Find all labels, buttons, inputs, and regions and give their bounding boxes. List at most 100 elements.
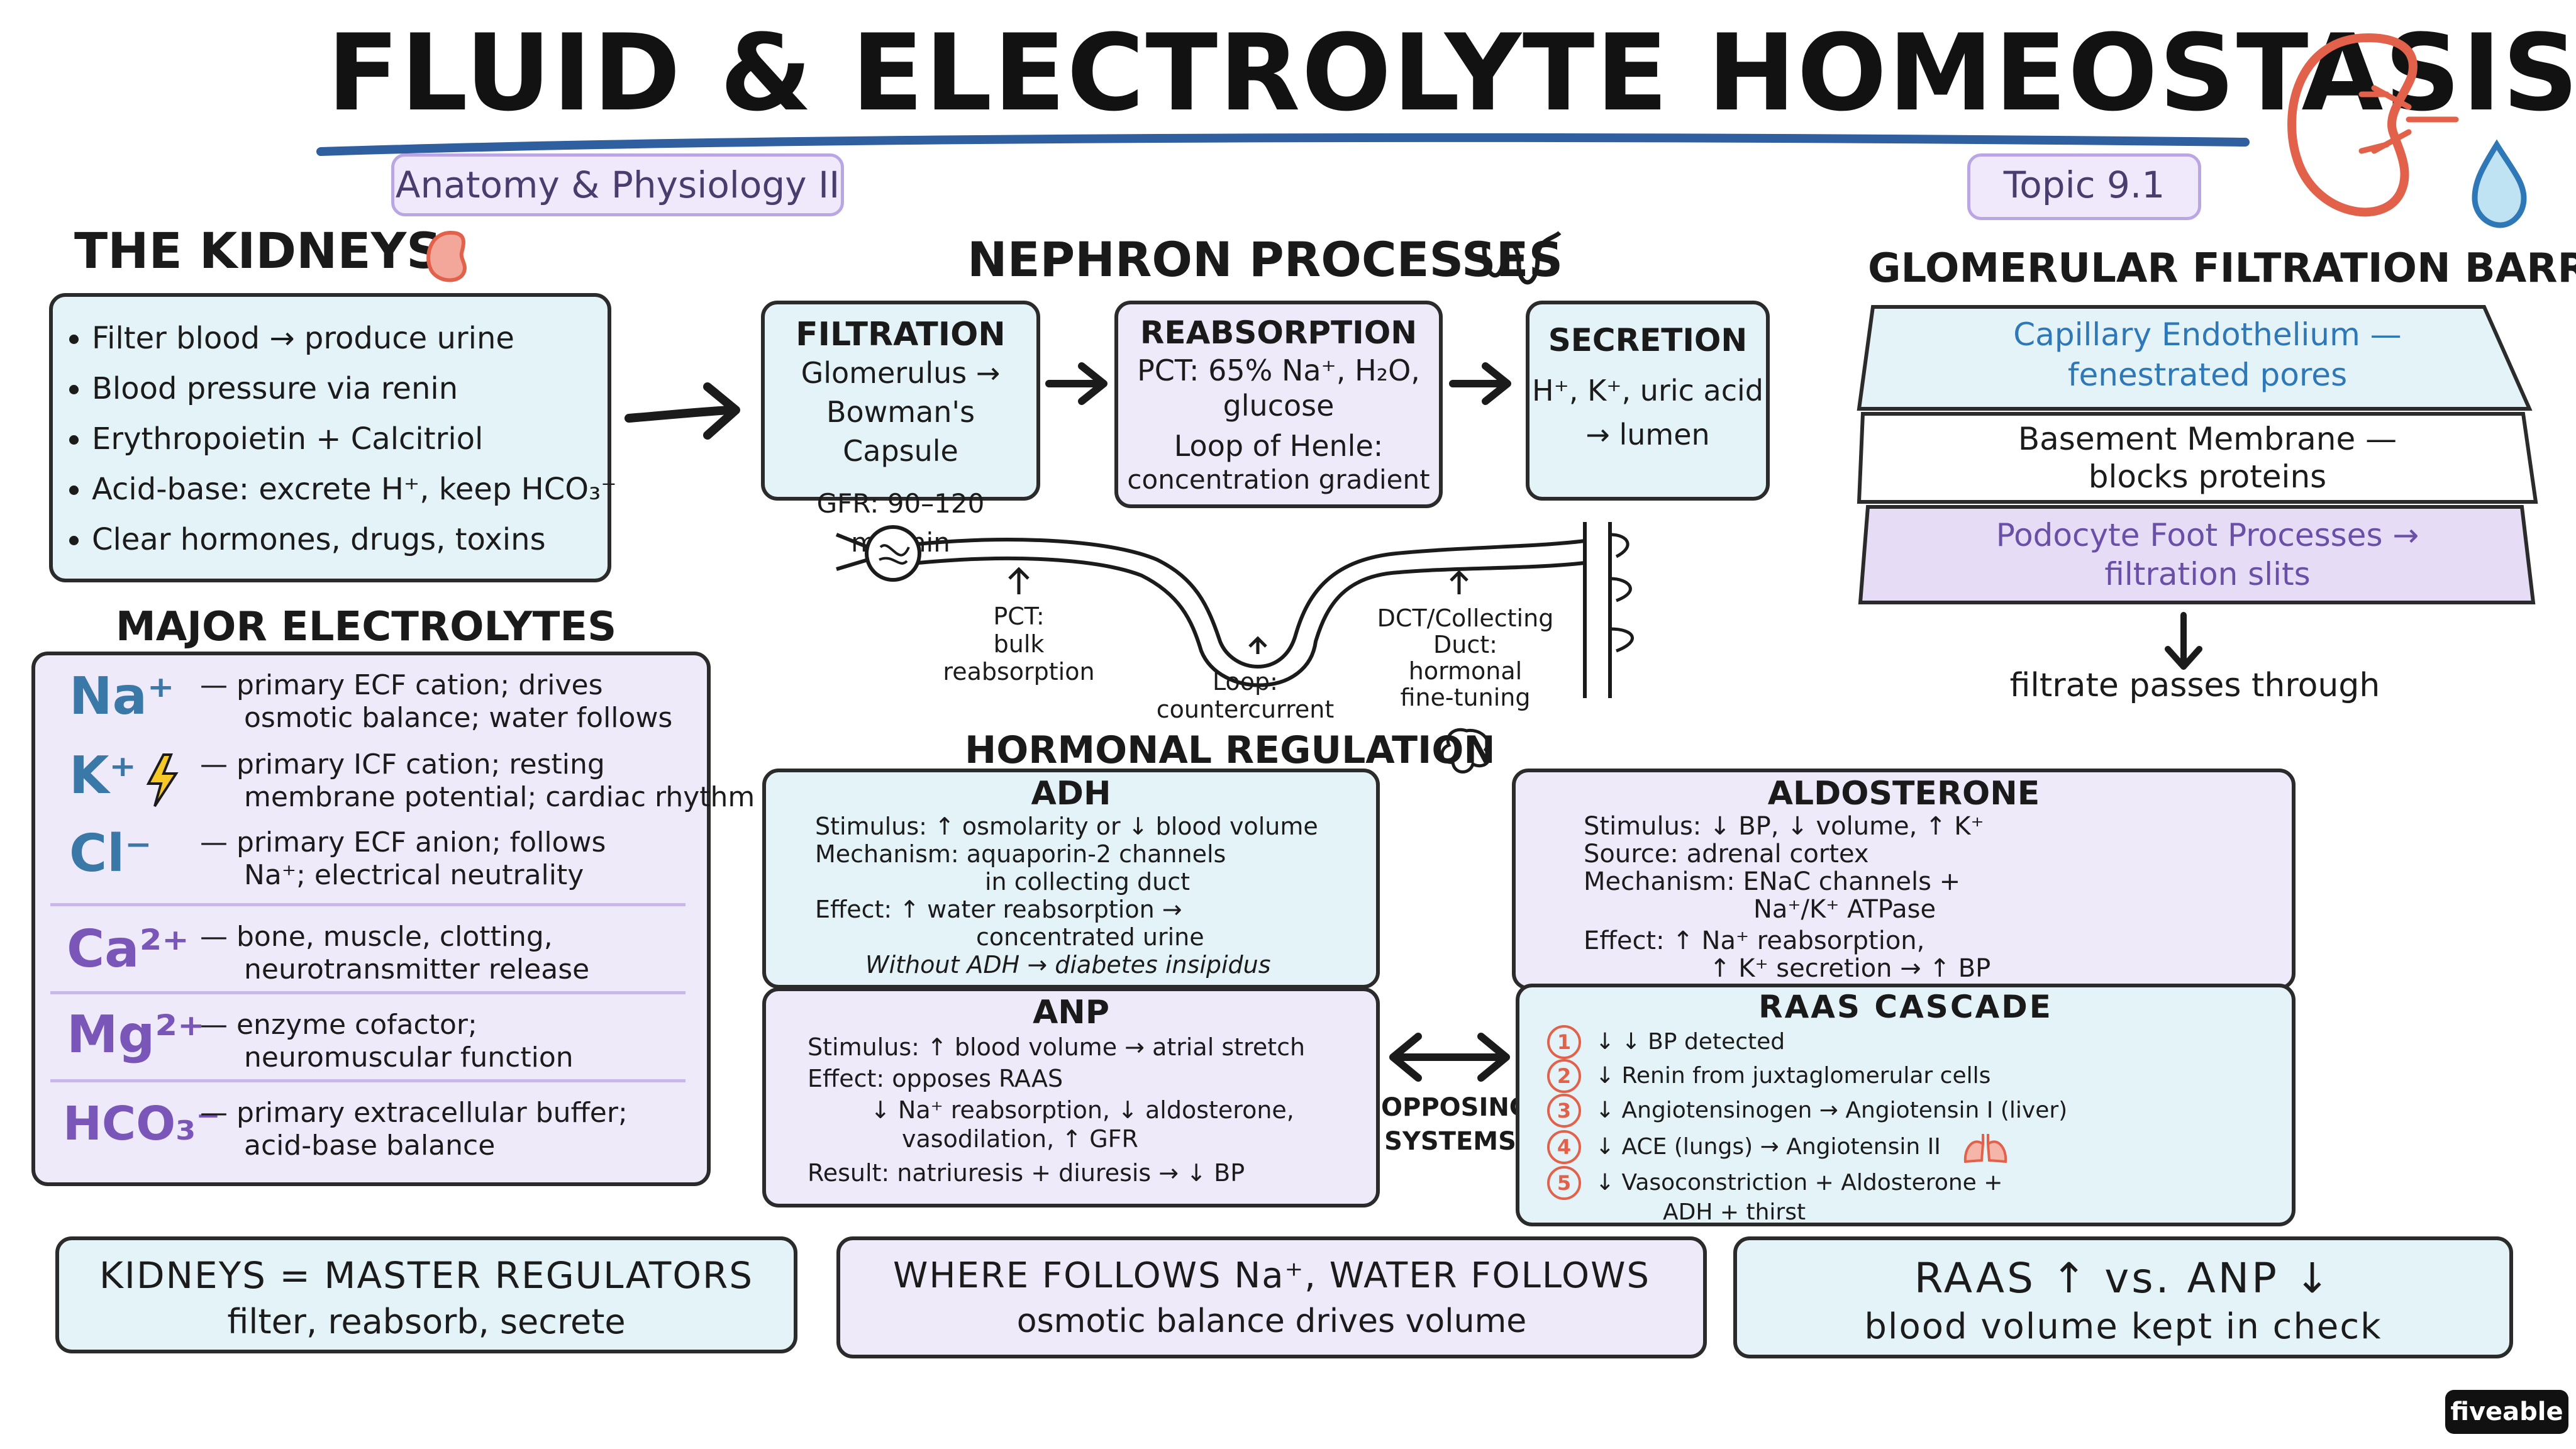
aldosterone-line: Stimulus: ↓ BP, ↓ volume, ↑ K⁺ bbox=[1584, 812, 1984, 841]
kidneys-box: Filter blood → produce urine Blood press… bbox=[49, 293, 617, 582]
aldosterone-line: Mechanism: ENaC channels + bbox=[1584, 867, 1961, 896]
label-line: Loop: bbox=[1213, 668, 1278, 696]
step-number: 3 bbox=[1547, 1094, 1581, 1128]
label-line: bulk bbox=[993, 630, 1045, 658]
label-line: Duct: bbox=[1433, 631, 1497, 658]
ion-desc: — primary ECF cation; drives osmotic bal… bbox=[200, 669, 672, 735]
label-line: OPPOSING bbox=[1381, 1093, 1530, 1122]
desc-line: — primary extracellular buffer; bbox=[200, 1097, 628, 1129]
desc-line: membrane potential; cardiac rhythm bbox=[244, 781, 755, 813]
raas-steps: 1 ↓ ↓ BP detected 2 ↓ Renin from juxtagl… bbox=[1519, 1025, 2292, 1225]
list-item: Filter blood → produce urine bbox=[92, 313, 608, 364]
anp-line: Stimulus: ↑ blood volume → atrial stretc… bbox=[808, 1033, 1306, 1061]
adh-box: ADH Stimulus: ↑ osmolarity or ↓ blood vo… bbox=[762, 769, 1380, 989]
gland-icon bbox=[1440, 728, 1491, 774]
dct-label: DCT/Collecting Duct: hormonal fine-tunin… bbox=[1371, 605, 1560, 711]
barrier-heading: GLOMERULAR FILTRATION BARRIER bbox=[1868, 245, 2576, 292]
list-item: Clear hormones, drugs, toxins bbox=[92, 514, 608, 565]
hormonal-heading: HORMONAL REGULATION bbox=[965, 728, 1496, 772]
arrow-right-icon bbox=[1449, 362, 1511, 405]
aldosterone-line: Effect: ↑ Na⁺ reabsorption, bbox=[1584, 926, 1925, 955]
list-item: Blood pressure via renin bbox=[92, 364, 608, 414]
step-text: ↓ ACE (lungs) → Angiotensin II bbox=[1595, 1134, 1941, 1160]
desc-line: — primary ECF anion; follows bbox=[200, 826, 606, 858]
barrier-layer-podocyte: Podocyte Foot Processes → filtration sli… bbox=[1893, 516, 2522, 594]
topic-badge: Topic 9.1 bbox=[1967, 153, 2201, 220]
anp-line: ↓ Na⁺ reabsorption, ↓ aldosterone, bbox=[870, 1096, 1294, 1124]
aldosterone-title: ALDOSTERONE bbox=[1767, 775, 2040, 813]
desc-line: — primary ICF cation; resting bbox=[200, 748, 605, 780]
desc-line: acid-base balance bbox=[244, 1130, 496, 1162]
page-title: FLUID & ELECTROLYTE HOMEOSTASIS bbox=[327, 11, 2576, 135]
loop-label: Loop: countercurrent bbox=[1138, 668, 1352, 723]
reabsorption-box: REABSORPTION PCT: 65% Na⁺, H₂O, glucose … bbox=[1114, 301, 1443, 508]
kidney-icon bbox=[2287, 33, 2527, 228]
anp-line: vasodilation, ↑ GFR bbox=[902, 1125, 1138, 1153]
adh-body: Stimulus: ↑ osmolarity or ↓ blood volume… bbox=[766, 813, 1376, 979]
course-badge: Anatomy & Physiology II bbox=[391, 153, 844, 216]
raas-box: RAAS CASCADE 1 ↓ ↓ BP detected 2 ↓ Renin… bbox=[1516, 984, 2296, 1226]
adh-line: in collecting duct bbox=[985, 868, 1190, 896]
barrier-layer-endothelium: Capillary Endothelium — fenestrated pore… bbox=[1893, 314, 2522, 395]
step-text: ↓ Renin from juxtaglomerular cells bbox=[1595, 1063, 1991, 1089]
step-text: ↓ Vasoconstriction + Aldosterone + bbox=[1595, 1170, 2003, 1196]
adh-line: concentrated urine bbox=[976, 923, 1204, 951]
list-item: Acid-base: excrete H⁺, keep HCO₃⁻ bbox=[92, 464, 617, 514]
step-text: ADH + thirst bbox=[1663, 1199, 1806, 1225]
pct-label: PCT: bulk reabsorption bbox=[937, 602, 1101, 686]
desc-line: — bone, muscle, clotting, bbox=[200, 921, 553, 953]
label-line: hormonal bbox=[1408, 657, 1523, 685]
ion-bicarbonate: HCO₃⁻ bbox=[63, 1097, 221, 1151]
ion-desc: — primary ECF anion; follows Na⁺; electr… bbox=[200, 826, 606, 892]
double-arrow-icon bbox=[1389, 1033, 1510, 1082]
nephron-heading: NEPHRON PROCESSES bbox=[967, 231, 1563, 287]
ion-calcium: Ca²⁺ bbox=[67, 919, 189, 979]
desc-line: neurotransmitter release bbox=[244, 953, 590, 985]
secretion-line: → lumen bbox=[1585, 418, 1710, 452]
reabsorption-line: PCT: 65% Na⁺, H₂O, bbox=[1137, 353, 1420, 387]
kidney-functions-list: Filter blood → produce urine Blood press… bbox=[53, 313, 617, 565]
barrier-footer: filtrate passes through bbox=[2009, 667, 2380, 704]
summary-sub: osmotic balance drives volume bbox=[1016, 1302, 1527, 1340]
divider bbox=[50, 991, 686, 994]
electrolytes-box bbox=[31, 652, 711, 1186]
barrier-layer-basement: Basement Membrane — blocks proteins bbox=[1893, 420, 2522, 496]
layer-line: Basement Membrane — bbox=[2018, 421, 2397, 457]
summary-title: KIDNEYS = MASTER REGULATORS bbox=[99, 1254, 754, 1297]
lightning-icon bbox=[146, 753, 179, 808]
adh-line: Without ADH → diabetes insipidus bbox=[865, 951, 1271, 979]
aldosterone-line: ↑ K⁺ secretion → ↑ BP bbox=[1709, 954, 1991, 983]
arrow-down-icon bbox=[2165, 612, 2202, 670]
layer-line: fenestrated pores bbox=[2067, 357, 2348, 393]
desc-line: neuromuscular function bbox=[244, 1041, 574, 1074]
summary-card-kidneys: KIDNEYS = MASTER REGULATORS filter, reab… bbox=[55, 1236, 797, 1353]
anp-title: ANP bbox=[1033, 994, 1109, 1031]
lungs-icon bbox=[1964, 1134, 2007, 1163]
adh-title: ADH bbox=[1031, 775, 1111, 813]
secretion-title: SECRETION bbox=[1548, 322, 1748, 358]
label-line: SYSTEMS bbox=[1384, 1127, 1516, 1156]
layer-line: Capillary Endothelium — bbox=[2013, 316, 2402, 353]
ion-desc: — enzyme cofactor; neuromuscular functio… bbox=[200, 1009, 574, 1074]
step-text: ↓ Angiotensinogen → Angiotensin I (liver… bbox=[1595, 1097, 2068, 1123]
adh-line: Stimulus: ↑ osmolarity or ↓ blood volume bbox=[815, 813, 1318, 840]
layer-line: Podocyte Foot Processes → bbox=[1996, 517, 2419, 553]
raas-step: 5 ↓ Vasoconstriction + Aldosterone + bbox=[1547, 1166, 2292, 1200]
summary-card-raas-anp: RAAS ↑ vs. ANP ↓ blood volume kept in ch… bbox=[1733, 1236, 2513, 1358]
opposing-systems-label: OPPOSING SYSTEMS bbox=[1381, 1091, 1530, 1158]
summary-title: WHERE FOLLOWS Na⁺, WATER FOLLOWS bbox=[892, 1255, 1651, 1296]
anp-line: Result: natriuresis + diuresis → ↓ BP bbox=[808, 1159, 1245, 1187]
summary-sub: blood volume kept in check bbox=[1864, 1306, 2382, 1347]
raas-step: 1 ↓ ↓ BP detected bbox=[1547, 1025, 2292, 1059]
filtration-title: FILTRATION bbox=[796, 316, 1006, 353]
filtration-line: Glomerulus → bbox=[801, 356, 1001, 390]
reabsorption-title: REABSORPTION bbox=[1140, 314, 1418, 351]
desc-line: — enzyme cofactor; bbox=[200, 1009, 477, 1041]
aldosterone-line: Source: adrenal cortex bbox=[1584, 840, 1869, 869]
nephron-diagram bbox=[835, 522, 1634, 698]
anp-line: Effect: opposes RAAS bbox=[808, 1065, 1063, 1092]
ion-sodium: Na⁺ bbox=[69, 667, 175, 726]
step-number: 4 bbox=[1547, 1130, 1581, 1164]
barrier-layers bbox=[1857, 305, 2538, 604]
aldosterone-box: ALDOSTERONE Stimulus: ↓ BP, ↓ volume, ↑ … bbox=[1512, 769, 2296, 990]
